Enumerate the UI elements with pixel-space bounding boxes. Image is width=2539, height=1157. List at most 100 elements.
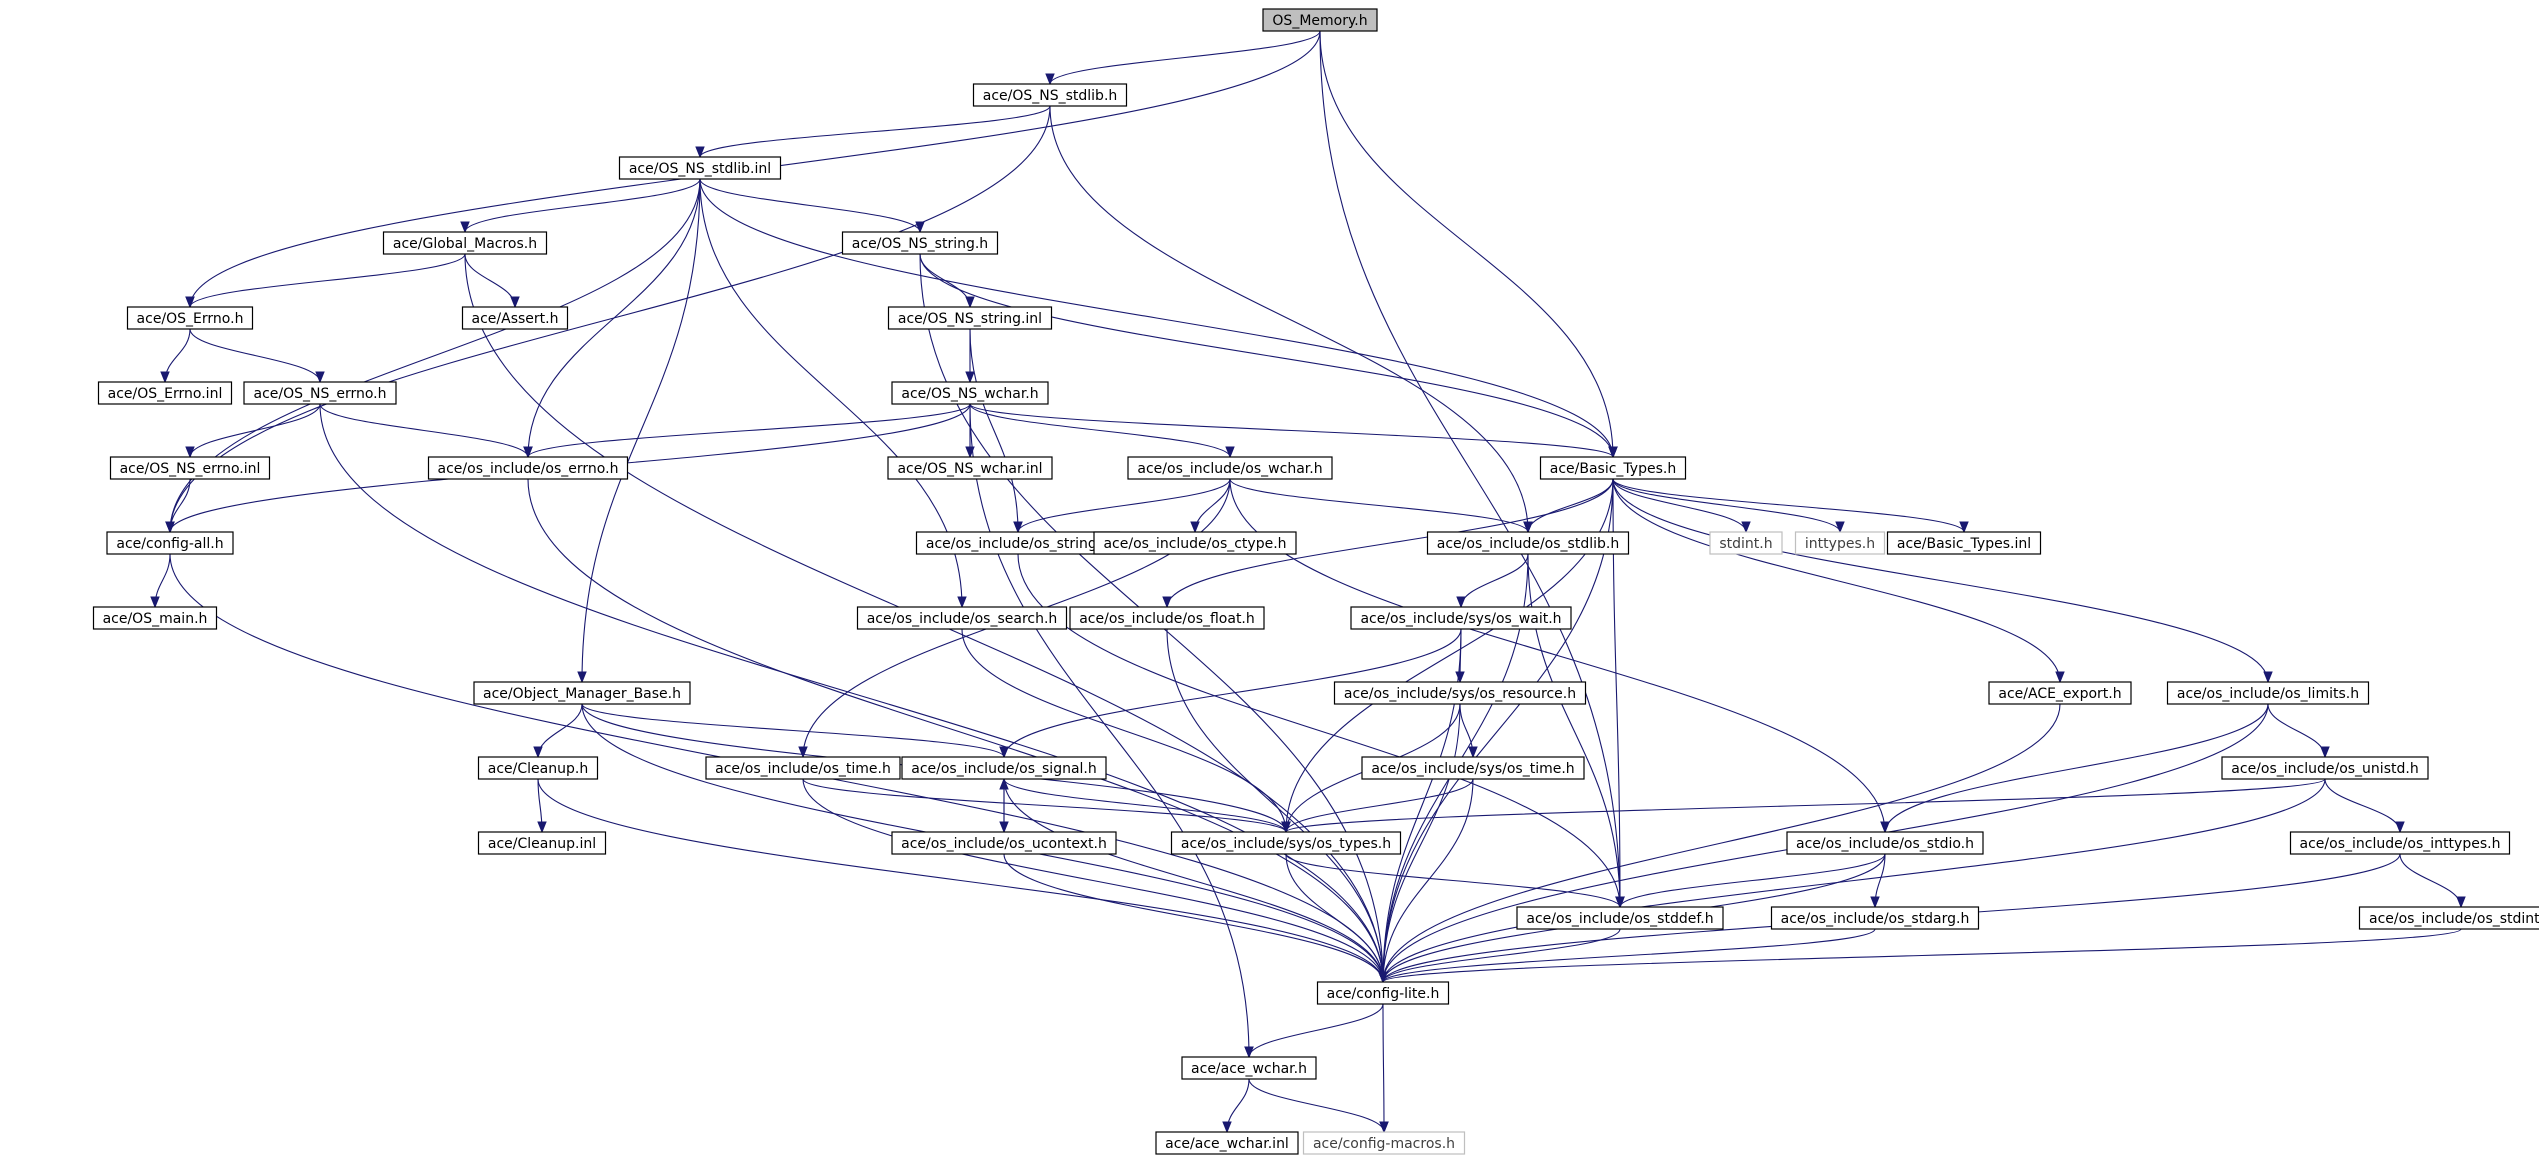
node-box bbox=[461, 306, 569, 330]
node-ns-string-inl[interactable]: ace/OS_NS_string.inl bbox=[887, 306, 1053, 330]
node-osi-limits[interactable]: ace/os_include/os_limits.h bbox=[2166, 681, 2370, 705]
node-os-memory[interactable]: OS_Memory.h bbox=[1262, 8, 1378, 32]
node-box bbox=[1770, 906, 1980, 930]
node-box bbox=[1516, 906, 1724, 930]
node-box bbox=[705, 756, 901, 780]
node-global-macros[interactable]: ace/Global_Macros.h bbox=[382, 231, 548, 255]
edge-osi-wchar-to-osi-stdlib bbox=[1229, 478, 1533, 534]
node-ace-export[interactable]: ace/ACE_export.h bbox=[1988, 681, 2132, 705]
node-osi-unistd[interactable]: ace/os_include/os_unistd.h bbox=[2221, 756, 2429, 780]
edge-osi-time-to-config-lite bbox=[802, 778, 1388, 984]
node-label: ace/OS_NS_errno.inl bbox=[120, 461, 261, 477]
edge-os-errno-h-to-ns-errno-h bbox=[189, 328, 325, 384]
node-ns-stdlib-inl[interactable]: ace/OS_NS_stdlib.inl bbox=[618, 156, 782, 180]
edge-basic-types-h-to-stdint-h bbox=[1612, 478, 1751, 534]
node-os-main[interactable]: ace/OS_main.h bbox=[92, 606, 218, 630]
edge-object-manager-base-to-cleanup-h bbox=[533, 703, 583, 759]
node-label: ace/OS_NS_errno.h bbox=[253, 386, 386, 402]
node-ns-errno-inl[interactable]: ace/OS_NS_errno.inl bbox=[109, 456, 271, 480]
node-osi-stdio[interactable]: ace/os_include/os_stdio.h bbox=[1786, 831, 1984, 855]
node-osi-ctype[interactable]: ace/os_include/os_ctype.h bbox=[1093, 531, 1297, 555]
node-osi-sys-resource[interactable]: ace/os_include/sys/os_resource.h bbox=[1333, 681, 1587, 705]
node-osi-stddef[interactable]: ace/os_include/os_stddef.h bbox=[1516, 906, 1724, 930]
node-box bbox=[126, 306, 254, 330]
edge-ns-wchar-h-to-osi-errno bbox=[523, 403, 971, 459]
edge-ns-string-inl-to-osi-string bbox=[969, 328, 1023, 534]
edge-osi-stdint-to-config-lite bbox=[1378, 928, 2462, 984]
node-config-all[interactable]: ace/config-all.h bbox=[106, 531, 234, 555]
node-label: ace/OS_NS_wchar.h bbox=[901, 386, 1038, 402]
node-box bbox=[972, 83, 1128, 107]
node-config-lite[interactable]: ace/config-lite.h bbox=[1316, 981, 1450, 1005]
node-cleanup-inl[interactable]: ace/Cleanup.inl bbox=[477, 831, 607, 855]
node-label: ace/os_include/os_time.h bbox=[715, 761, 891, 777]
node-ns-string-h[interactable]: ace/OS_NS_string.h bbox=[841, 231, 999, 255]
edge-global-macros-to-os-errno-h bbox=[185, 253, 466, 309]
node-osi-float[interactable]: ace/os_include/os_float.h bbox=[1069, 606, 1265, 630]
node-basic-types-inl[interactable]: ace/Basic_Types.inl bbox=[1886, 531, 2042, 555]
node-label: ace/config-lite.h bbox=[1327, 986, 1440, 1002]
edge-ns-errno-inl-to-config-all bbox=[165, 478, 191, 534]
node-label: ace/os_include/os_string.h bbox=[926, 536, 1110, 552]
node-osi-sys-wait[interactable]: ace/os_include/sys/os_wait.h bbox=[1350, 606, 1572, 630]
node-ace-wchar-h[interactable]: ace/ace_wchar.h bbox=[1181, 1056, 1317, 1080]
node-basic-types-h[interactable]: ace/Basic_Types.h bbox=[1539, 456, 1687, 480]
edge-osi-search-to-osi-sys-types bbox=[961, 628, 1291, 834]
node-inttypes-h: inttypes.h bbox=[1794, 531, 1886, 555]
node-box bbox=[891, 381, 1049, 405]
node-label: OS_Memory.h bbox=[1272, 13, 1367, 29]
node-box bbox=[2358, 906, 2539, 930]
node-osi-search[interactable]: ace/os_include/os_search.h bbox=[856, 606, 1068, 630]
node-box bbox=[427, 456, 629, 480]
node-cleanup-h[interactable]: ace/Cleanup.h bbox=[477, 756, 599, 780]
edge-cleanup-h-to-config-lite bbox=[537, 778, 1388, 984]
node-osi-wchar[interactable]: ace/os_include/os_wchar.h bbox=[1127, 456, 1333, 480]
node-box bbox=[1093, 531, 1297, 555]
edge-basic-types-h-to-inttypes-h bbox=[1612, 478, 1845, 534]
node-osi-ucontext[interactable]: ace/os_include/os_ucontext.h bbox=[891, 831, 1117, 855]
edge-osi-stdio-to-osi-stddef bbox=[1615, 853, 1886, 909]
edge-ns-errno-h-to-osi-errno bbox=[319, 403, 533, 459]
node-os-errno-inl[interactable]: ace/OS_Errno.inl bbox=[97, 381, 233, 405]
node-osi-time[interactable]: ace/os_include/os_time.h bbox=[705, 756, 901, 780]
node-os-errno-h[interactable]: ace/OS_Errno.h bbox=[126, 306, 254, 330]
edge-ns-stdlib-h-to-ns-stdlib-inl bbox=[695, 105, 1051, 159]
node-label: ace/os_include/os_ucontext.h bbox=[901, 836, 1107, 852]
node-label: ace/os_include/os_errno.h bbox=[438, 461, 619, 477]
node-ace-wchar-inl[interactable]: ace/ace_wchar.inl bbox=[1155, 1131, 1299, 1155]
node-box bbox=[1426, 531, 1630, 555]
edge-ns-stdlib-inl-to-object-manager-base bbox=[577, 178, 701, 684]
edge-ns-errno-h-to-ns-errno-inl bbox=[185, 403, 321, 459]
edge-osi-limits-to-osi-unistd bbox=[2267, 703, 2330, 759]
node-osi-errno[interactable]: ace/os_include/os_errno.h bbox=[427, 456, 629, 480]
node-ns-wchar-h[interactable]: ace/OS_NS_wchar.h bbox=[891, 381, 1049, 405]
node-osi-inttypes[interactable]: ace/os_include/os_inttypes.h bbox=[2289, 831, 2511, 855]
node-osi-sys-time[interactable]: ace/os_include/sys/os_time.h bbox=[1361, 756, 1585, 780]
edge-config-lite-to-ace-wchar-h bbox=[1244, 1003, 1384, 1059]
node-osi-stdint[interactable]: ace/os_include/os_stdint.h bbox=[2358, 906, 2539, 930]
node-osi-string[interactable]: ace/os_include/os_string.h bbox=[915, 531, 1121, 555]
node-osi-stdlib[interactable]: ace/os_include/os_stdlib.h bbox=[1426, 531, 1630, 555]
edge-ace-wchar-h-to-ace-wchar-inl bbox=[1222, 1078, 1250, 1134]
node-osi-signal[interactable]: ace/os_include/os_signal.h bbox=[901, 756, 1107, 780]
node-label: ace/OS_NS_stdlib.inl bbox=[629, 161, 771, 177]
node-box bbox=[1170, 831, 1402, 855]
node-osi-sys-types[interactable]: ace/os_include/sys/os_types.h bbox=[1170, 831, 1402, 855]
node-label: ace/os_include/sys/os_wait.h bbox=[1360, 611, 1561, 627]
node-label: inttypes.h bbox=[1805, 536, 1875, 552]
node-box bbox=[109, 456, 271, 480]
edge-ns-wchar-h-to-basic-types-h bbox=[969, 403, 1618, 459]
node-label: ace/Assert.h bbox=[472, 311, 559, 327]
node-assert-h[interactable]: ace/Assert.h bbox=[461, 306, 569, 330]
node-osi-stdarg[interactable]: ace/os_include/os_stdarg.h bbox=[1770, 906, 1980, 930]
node-ns-errno-h[interactable]: ace/OS_NS_errno.h bbox=[243, 381, 397, 405]
node-label: ace/os_include/os_signal.h bbox=[911, 761, 1097, 777]
node-ns-stdlib-h[interactable]: ace/OS_NS_stdlib.h bbox=[972, 83, 1128, 107]
node-label: ace/os_include/os_stdlib.h bbox=[1437, 536, 1619, 552]
node-label: ace/Object_Manager_Base.h bbox=[483, 686, 681, 702]
node-box bbox=[1786, 831, 1984, 855]
node-layer: OS_Memory.h ace/OS_NS_stdlib.h ace/OS_NS_s… bbox=[92, 8, 2539, 1155]
node-object-manager-base[interactable]: ace/Object_Manager_Base.h bbox=[473, 681, 691, 705]
node-ns-wchar-inl[interactable]: ace/OS_NS_wchar.inl bbox=[887, 456, 1053, 480]
node-box bbox=[1709, 531, 1783, 555]
